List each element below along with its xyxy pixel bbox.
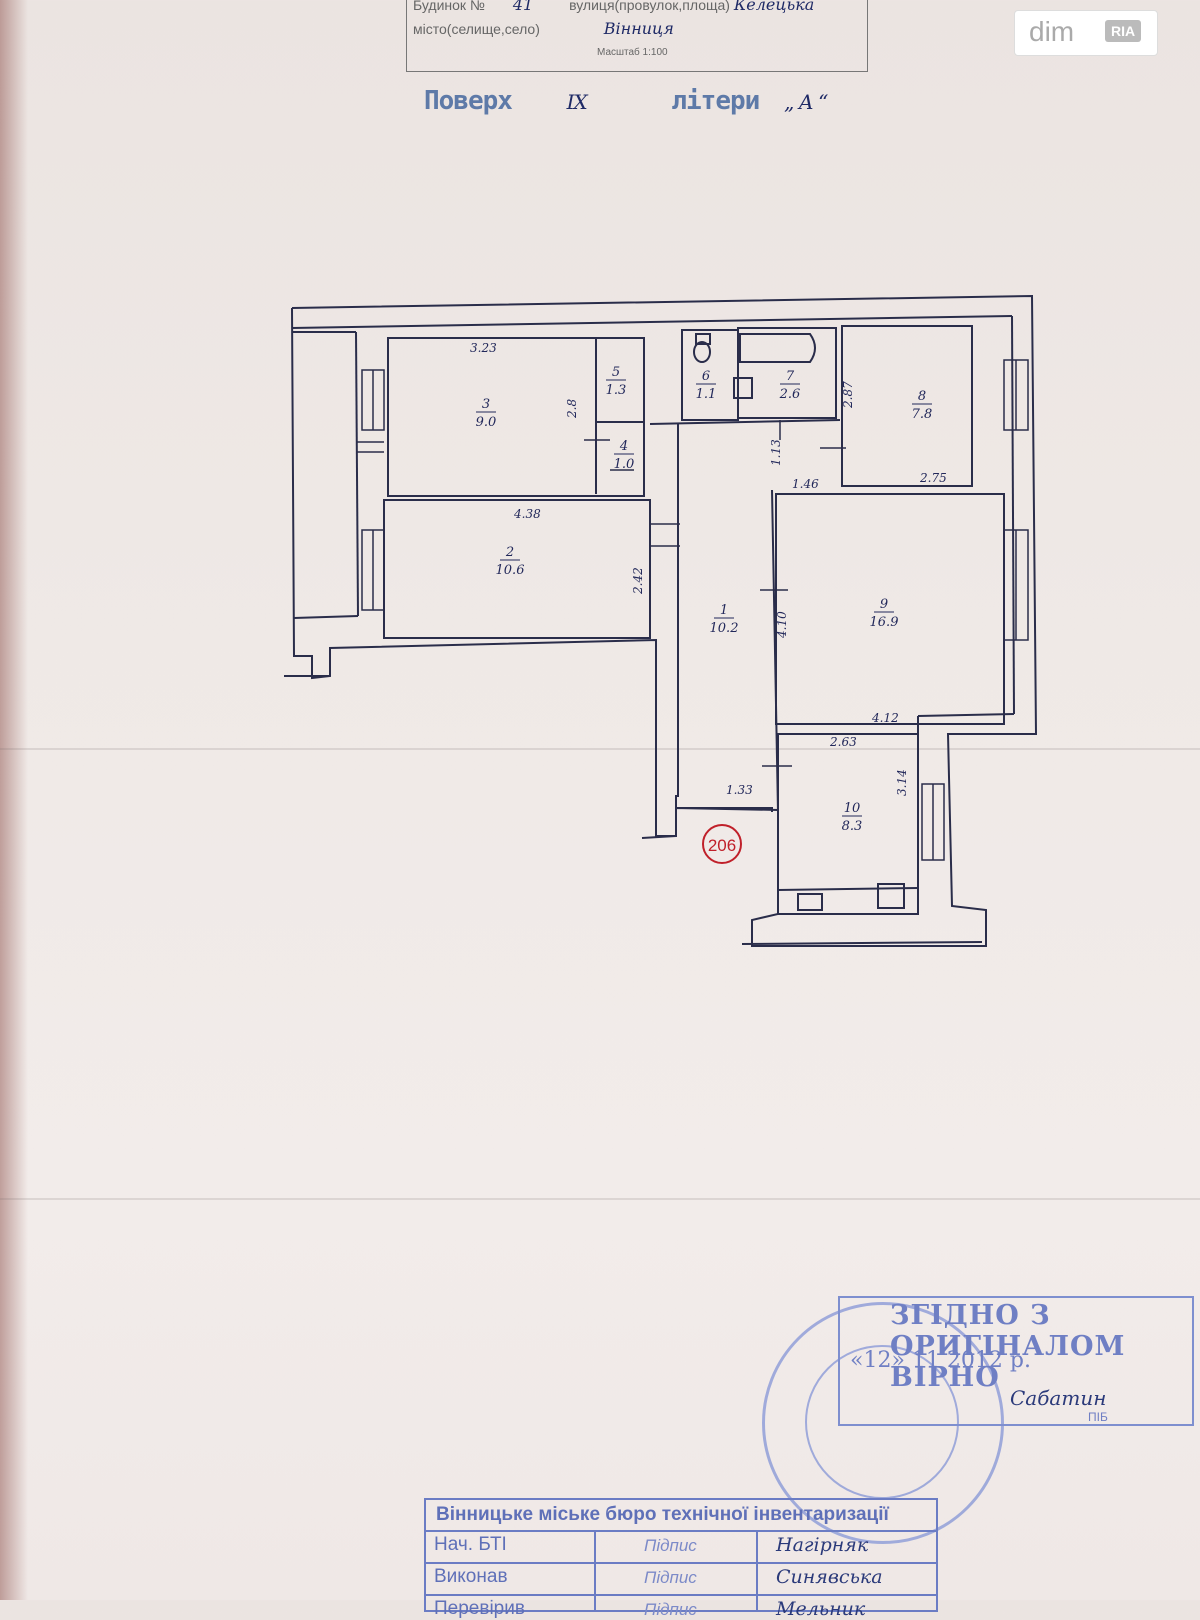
dimension-label: 2.8 [565, 399, 579, 419]
room-area: 9.0 [476, 415, 497, 430]
room-area: 2.6 [779, 387, 801, 402]
room-number: 10 [844, 801, 861, 816]
bti-name: Мельник [776, 1598, 866, 1620]
room-area: 1.0 [614, 457, 635, 472]
dimension-label: 2.87 [841, 381, 855, 409]
cert-title: ЗГІДНО З ОРИГІНАЛОМ ВІРНО [890, 1300, 1126, 1393]
room-area: 10.6 [496, 563, 525, 578]
dimension-label: 4.10 [775, 611, 789, 639]
house-number: 41 [512, 0, 534, 14]
cert-name: Сабатин [1010, 1386, 1107, 1410]
fold-line [0, 1198, 1200, 1200]
room-area: 16.9 [870, 615, 899, 630]
bti-role: Виконав [434, 1566, 508, 1587]
room-9-outline [775, 493, 1005, 725]
dimension-label: 2.63 [829, 735, 857, 749]
room-number: 8 [918, 389, 926, 404]
bti-role: Перевірив [434, 1598, 525, 1619]
letter-value: „ А “ [783, 90, 828, 114]
room-number: 9 [880, 597, 888, 612]
dimension-label: 4.12 [871, 711, 899, 725]
brand-text: dim [1029, 16, 1075, 47]
room-area: 1.3 [606, 383, 627, 398]
floor-value: IX [566, 90, 588, 114]
room-number: 4 [619, 439, 628, 454]
bti-table: Вінницьке міське бюро технічної інвентар… [424, 1498, 938, 1620]
room-number: 2 [505, 545, 514, 560]
address-header: Будинок № 41 вулиця(провулок,площа) Келе… [406, 0, 868, 72]
room-number: 3 [482, 397, 490, 412]
room-number: 5 [612, 365, 620, 380]
floor-label: Поверх [424, 86, 513, 116]
bti-role: Нач. БТІ [434, 1534, 507, 1555]
bti-title: Вінницьке міське бюро технічної інвентар… [436, 1504, 889, 1525]
apartment-number-circle [702, 824, 742, 864]
room-number: 6 [702, 369, 710, 384]
room-8-outline [841, 325, 973, 487]
dimension-label: 4.38 [513, 507, 541, 521]
bti-name: Нагірняк [776, 1534, 869, 1556]
paper-edge-shadow [0, 0, 28, 1600]
cert-pib: ПІБ [1088, 1410, 1108, 1424]
bti-sign: Підпис [644, 1536, 697, 1555]
room-area: 8.3 [842, 819, 863, 834]
street-value: Келецька [733, 0, 815, 14]
dimension-label: 1.13 [769, 439, 783, 466]
room-number: 7 [786, 369, 795, 384]
dimension-label: 1.33 [726, 783, 753, 797]
partner-text: RIA [1105, 20, 1142, 42]
room-10-outline [777, 733, 919, 915]
floor-stamp: Поверх IX літери „ А “ [424, 86, 828, 116]
room-3-outline [387, 337, 645, 497]
scale-label: Масштаб 1:100 [597, 47, 668, 58]
bti-sign: Підпис [644, 1600, 697, 1619]
room-area: 1.1 [696, 387, 717, 402]
dimension-label: 2.75 [919, 471, 947, 485]
street-label: вулиця(провулок,площа) [569, 0, 730, 13]
dimension-label: 3.14 [895, 769, 909, 796]
dimension-label: 1.46 [792, 477, 819, 491]
room-7-outline [737, 327, 837, 419]
city-value: Вінниця [603, 19, 674, 38]
house-label: Будинок № [413, 0, 485, 13]
cert-date: «12» 11 2012 р. [850, 1348, 1031, 1373]
apartment-number: 206 [708, 836, 736, 855]
room-area: 10.2 [710, 621, 739, 636]
bti-name: Синявська [776, 1566, 883, 1588]
dimension-label: 3.23 [470, 341, 497, 355]
fold-line [0, 748, 1200, 750]
certification-stamp: ЗГІДНО З ОРИГІНАЛОМ ВІРНО «12» 11 2012 р… [838, 1296, 1194, 1426]
city-label: місто(селище,село) [413, 21, 540, 37]
room-area: 7.8 [912, 407, 933, 422]
dim-ria-watermark: dim RIA [1014, 10, 1158, 56]
room-number: 1 [720, 603, 728, 618]
dimension-label: 2.42 [631, 567, 645, 595]
letter-label: літери [671, 86, 760, 116]
bti-sign: Підпис [644, 1568, 697, 1587]
inner-wall-top [291, 315, 1013, 329]
